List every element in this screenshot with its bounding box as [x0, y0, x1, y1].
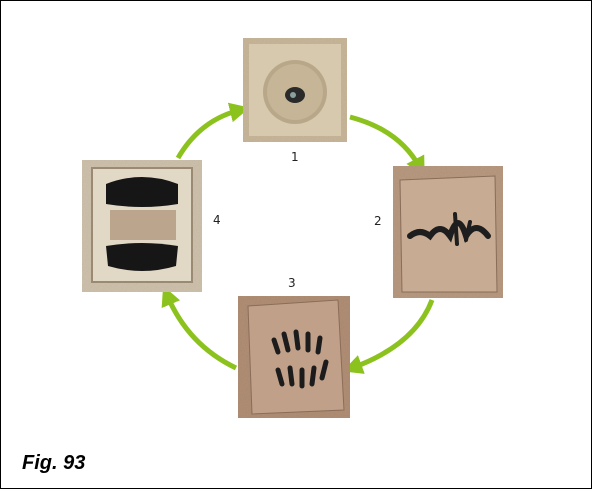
stage-label-2: 2	[374, 214, 382, 228]
figure-caption: Fig. 93	[22, 452, 85, 475]
cell-nucleus-stage-image	[243, 38, 347, 142]
arrow-1-to-2	[350, 117, 420, 168]
stage-label-1: 1	[291, 150, 299, 164]
arrow-4-to-1	[178, 110, 240, 158]
cell-two-groups-image	[82, 160, 202, 292]
arrow-2-to-3	[352, 300, 432, 368]
cell-chromosomes-equator-image	[393, 166, 503, 298]
stage-label-3: 3	[288, 276, 296, 290]
stage-label-4: 4	[213, 213, 221, 227]
arrow-3-to-4	[167, 295, 236, 368]
cell-chromosomes-separating-image	[238, 296, 350, 418]
